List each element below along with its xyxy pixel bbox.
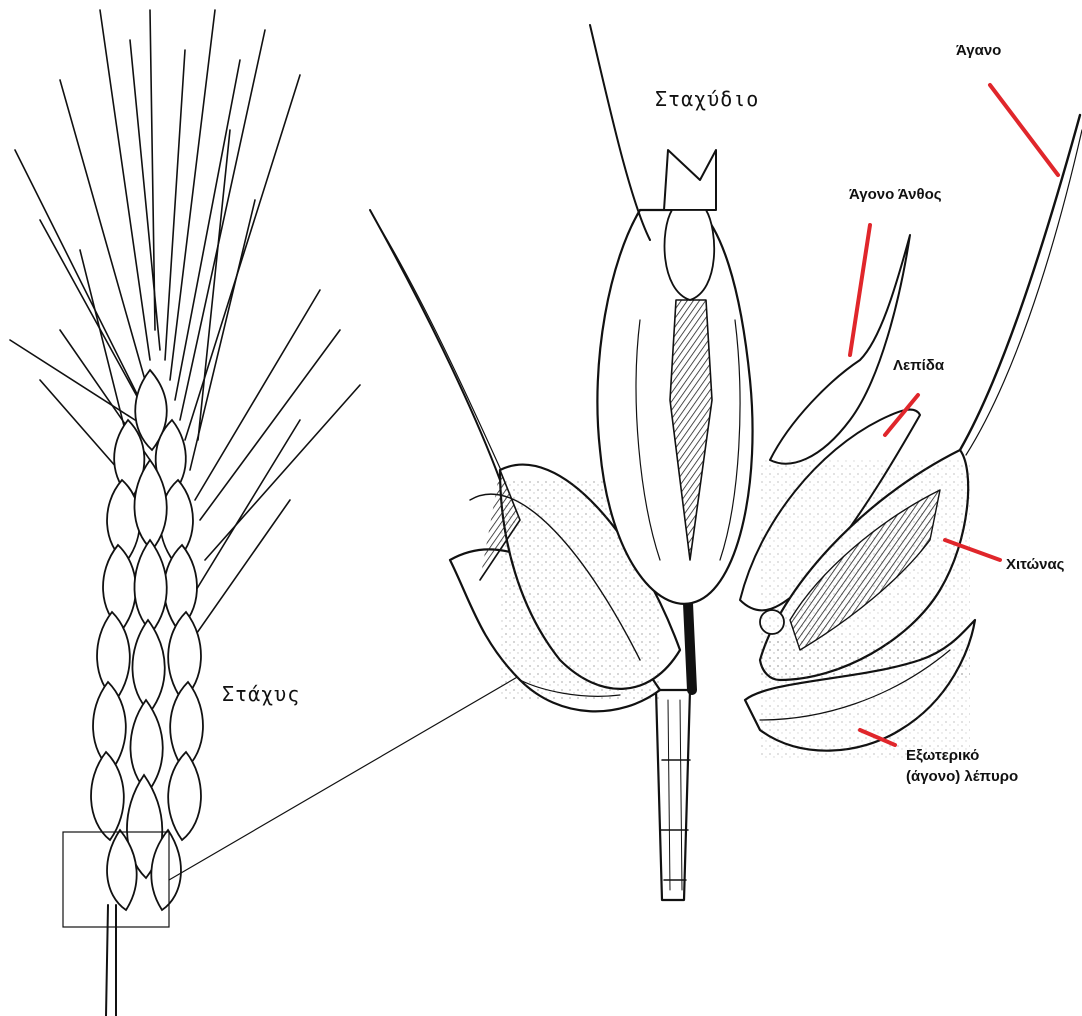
label-agano: Άγανο [956, 42, 1001, 59]
label-agono-anthos: Άγονο Άνθος [849, 186, 942, 203]
ear-spikelets [91, 370, 203, 910]
label-exoteriko-line1: Εξωτερικό [906, 747, 979, 764]
right-awn [960, 115, 1080, 450]
rachis [656, 690, 690, 900]
leader-agono-anthos [850, 225, 870, 355]
label-lepida: Λεπίδα [893, 357, 944, 374]
label-stachys: Στάχυς [222, 683, 300, 706]
label-chitonas: Χιτώνας [1006, 556, 1064, 573]
label-stachydio: Σταχύδιο [655, 88, 759, 111]
leader-agano [990, 85, 1058, 175]
wheat-ear [10, 10, 538, 1016]
left-awn [370, 210, 500, 480]
label-exoteriko-line2: (άγονο) λέπυρο [906, 768, 1018, 785]
ear-stem [106, 905, 116, 1016]
